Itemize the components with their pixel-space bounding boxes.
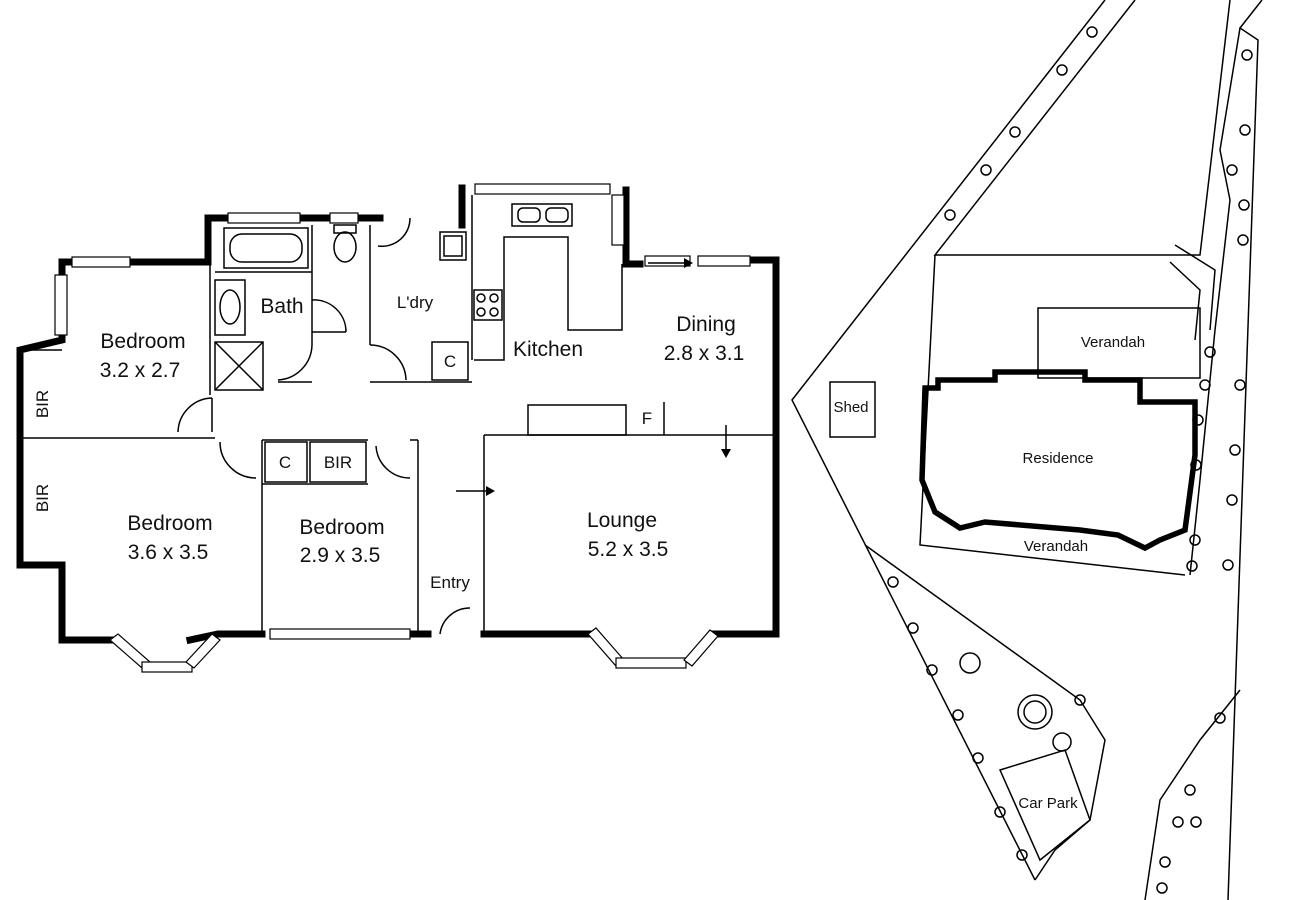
shed-label: Shed	[833, 399, 868, 416]
dining-size: 2.8 x 3.1	[664, 342, 745, 365]
shed-outline	[829, 381, 876, 438]
dining-name: Dining	[676, 313, 736, 336]
arrows	[456, 258, 731, 496]
shower	[214, 341, 264, 391]
bedroom1-name: Bedroom	[100, 330, 185, 353]
cooktop	[473, 289, 503, 321]
site-boundaries	[791, 0, 1263, 900]
bir3-label: BIR	[324, 453, 352, 472]
interior-walls	[20, 195, 776, 634]
site-plan: Shed Verandah Residence Verandah Car Par…	[791, 0, 1263, 900]
bir2-label: BIR	[33, 484, 52, 512]
door-swings	[177, 217, 471, 635]
exterior-walls	[16, 184, 780, 645]
windows	[54, 183, 751, 673]
lounge-name: Lounge	[587, 509, 657, 532]
residence-outline	[919, 369, 1198, 552]
kitchen-bench	[474, 236, 623, 361]
dining-hearth	[527, 402, 665, 436]
bedroom2-name: Bedroom	[127, 512, 212, 535]
kitchen-sink	[511, 203, 573, 227]
bath-name: Bath	[260, 295, 303, 318]
residence-label: Residence	[1023, 450, 1094, 467]
bedroom2-size: 3.6 x 3.5	[128, 541, 209, 564]
verandah-top-label: Verandah	[1081, 334, 1145, 351]
kitchen-name: Kitchen	[513, 338, 583, 361]
bedroom3-name: Bedroom	[299, 516, 384, 539]
bedroom1-size: 3.2 x 2.7	[100, 359, 181, 382]
toilet	[333, 224, 357, 263]
verandah-bottom-label: Verandah	[1024, 538, 1088, 555]
cupboard1-label: C	[444, 352, 456, 371]
cupboard-boxes	[264, 341, 469, 483]
bir1-label: BIR	[33, 390, 52, 418]
bedroom3-size: 2.9 x 3.5	[300, 544, 381, 567]
laundry-name: L'dry	[397, 293, 434, 312]
cupboard2-label: C	[279, 453, 291, 472]
entry-name: Entry	[430, 573, 470, 592]
car-park-outline	[998, 749, 1091, 862]
lounge-size: 5.2 x 3.5	[588, 538, 669, 561]
bathtub	[223, 227, 309, 269]
floor-plan: Bedroom 3.2 x 2.7 Bedroom 3.6 x 3.5 Bedr…	[16, 183, 780, 673]
trough-sink	[439, 231, 467, 261]
car-park-label: Car Park	[1018, 795, 1078, 812]
fireplace-label: F	[642, 409, 652, 428]
vanity-basin	[214, 279, 246, 336]
